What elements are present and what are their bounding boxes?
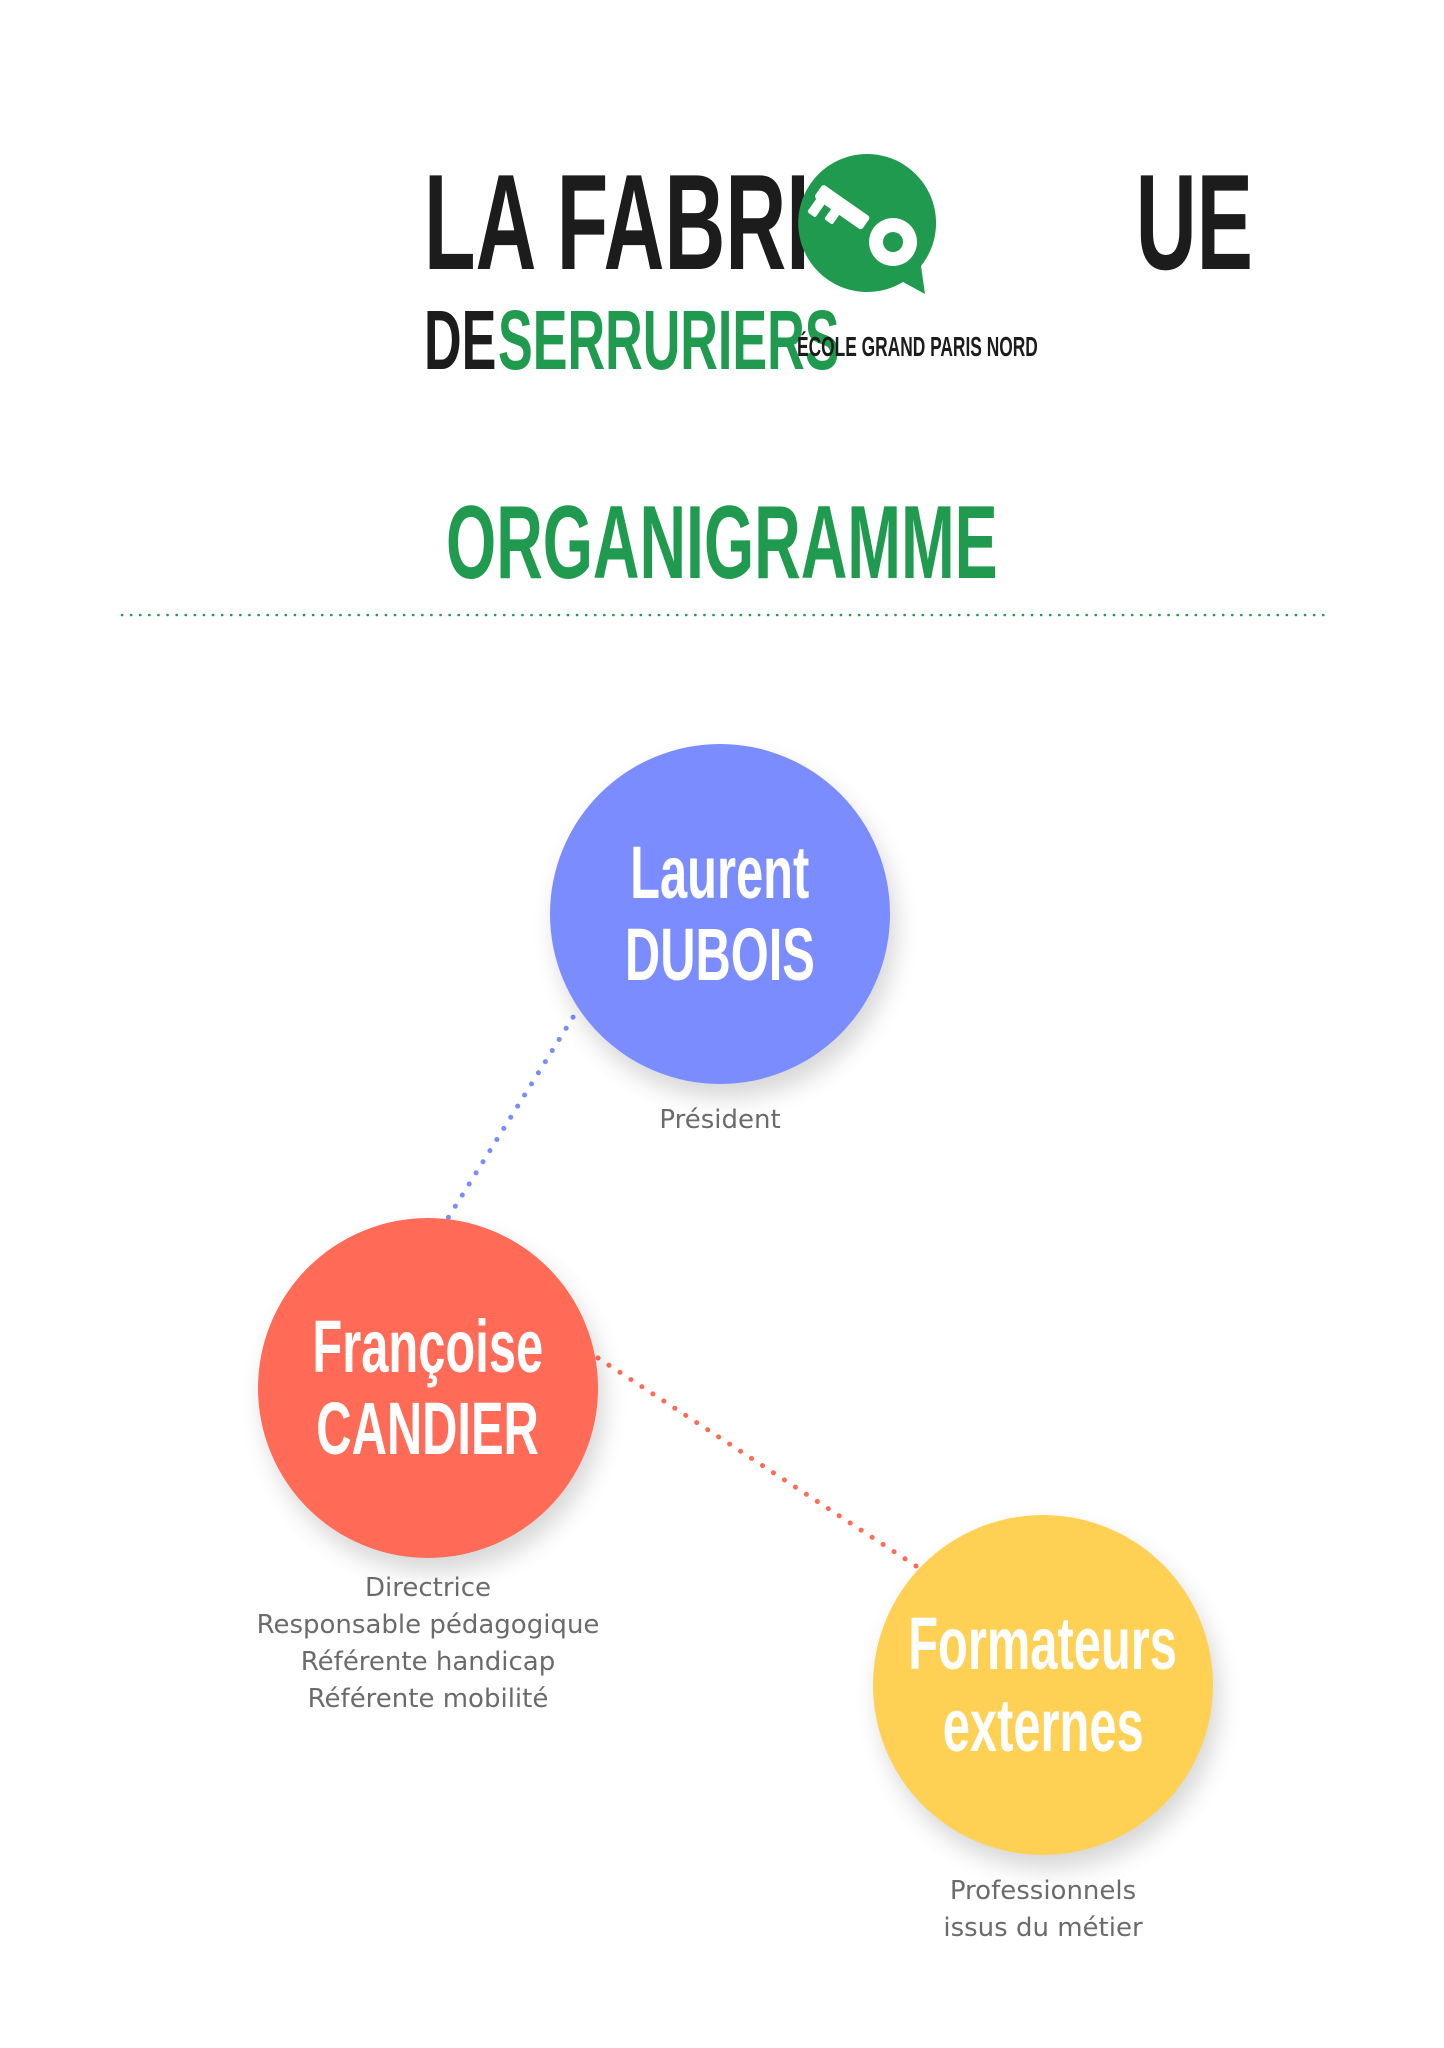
role-line: Responsable pédagogique bbox=[256, 1610, 600, 1640]
page-title-text: ORGANIGRAMME bbox=[446, 485, 998, 601]
role-directrice: Directrice Responsable pédagogique Référ… bbox=[178, 1570, 678, 1718]
page-title: ORGANIGRAMME bbox=[0, 488, 1444, 598]
logo-text-de: DE bbox=[424, 293, 497, 387]
logo-tagline: ÉCOLE GRAND PARIS NORD bbox=[797, 331, 1038, 362]
node-president-name-last: DUBOIS bbox=[625, 913, 815, 996]
logo-text-la-fabri: LA FABRI bbox=[424, 146, 810, 298]
connector-directrice-formateurs bbox=[595, 1355, 919, 1569]
connector-president-directrice bbox=[445, 1003, 583, 1221]
node-formateurs-name-first: Formateurs bbox=[908, 1602, 1178, 1685]
node-directrice-name-first: Françoise bbox=[312, 1305, 544, 1388]
node-formateurs-name-last: externes bbox=[942, 1684, 1144, 1767]
logo-text-serruriers: SERRURIERS bbox=[498, 293, 840, 387]
role-line: Professionnels bbox=[949, 1876, 1137, 1906]
node-president-name-first: Laurent bbox=[630, 831, 810, 914]
key-speech-bubble-icon bbox=[798, 153, 937, 294]
node-president: Laurent DUBOIS bbox=[550, 744, 890, 1084]
node-directrice: Françoise CANDIER bbox=[258, 1218, 598, 1558]
dotted-divider bbox=[120, 613, 1326, 617]
node-formateurs: Formateurs externes bbox=[873, 1515, 1213, 1855]
role-line: Référente handicap bbox=[300, 1647, 556, 1677]
role-president: Président bbox=[570, 1102, 870, 1139]
role-line: issus du métier bbox=[943, 1913, 1143, 1943]
role-line: Président bbox=[659, 1105, 781, 1135]
node-directrice-name-last: CANDIER bbox=[316, 1387, 540, 1470]
logo-wordmark-line1: LA FABRI UE bbox=[424, 150, 1253, 295]
logo: LA FABRI UE DE SERRURIERS ÉCOLE GRAND PA… bbox=[0, 0, 1444, 420]
logo-text-ue: UE bbox=[1135, 146, 1253, 298]
role-line: Référente mobilité bbox=[307, 1684, 549, 1714]
role-line: Directrice bbox=[364, 1573, 492, 1603]
role-formateurs: Professionnels issus du métier bbox=[873, 1873, 1213, 1947]
